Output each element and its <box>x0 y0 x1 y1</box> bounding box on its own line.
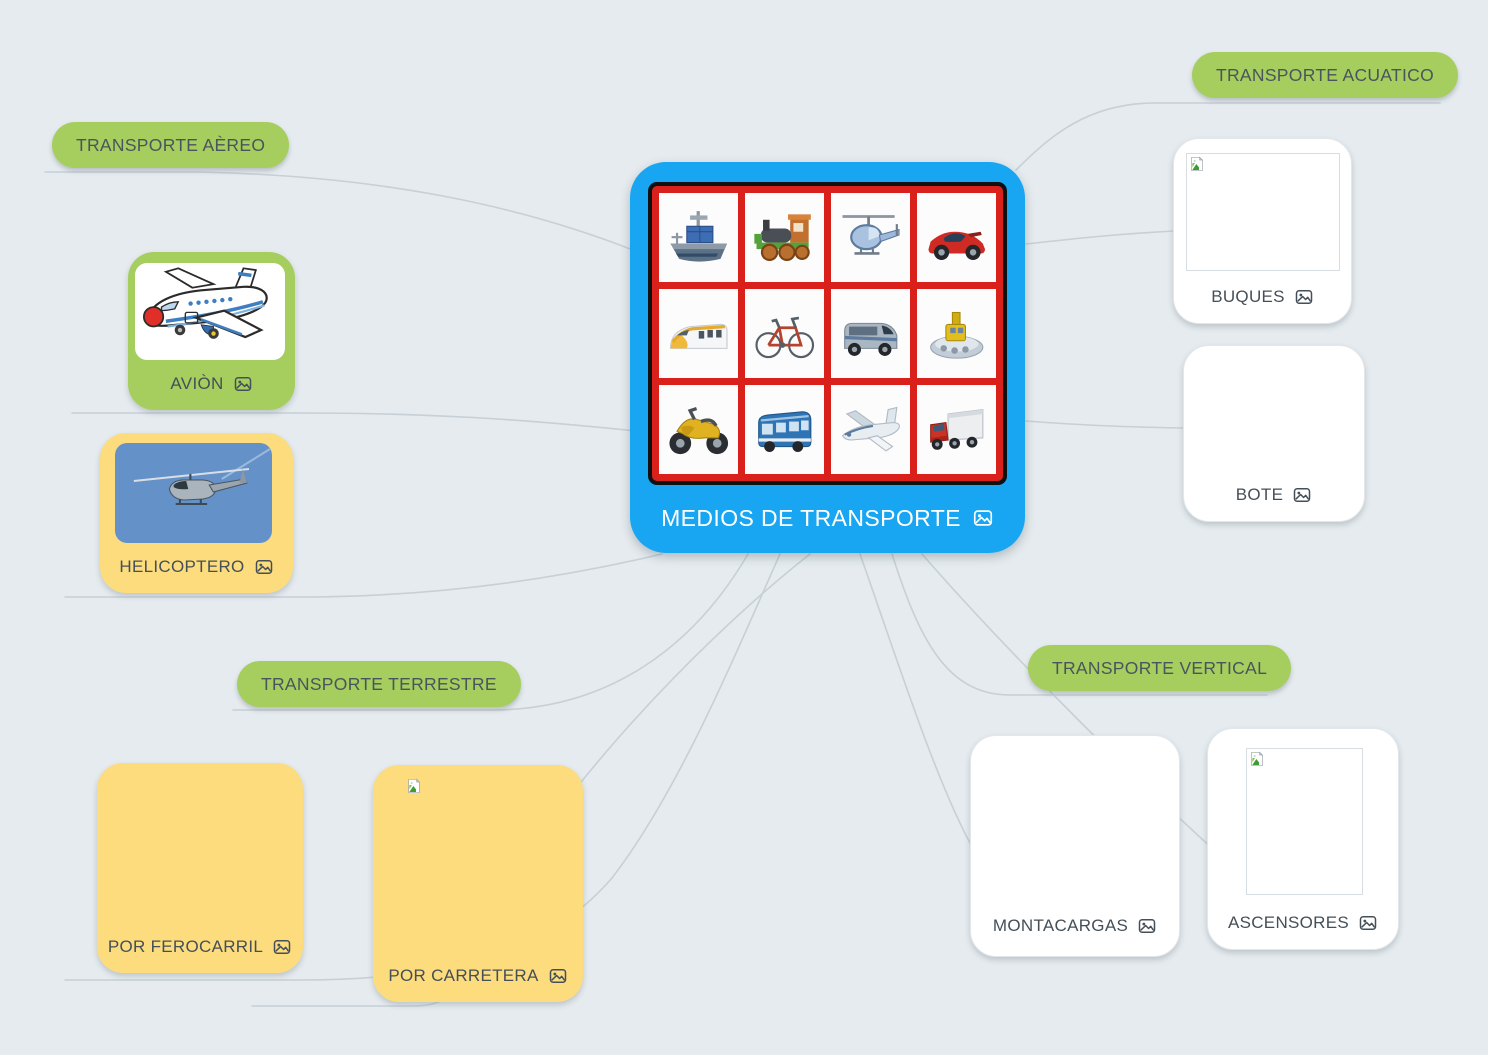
image-icon <box>272 937 292 957</box>
helicopter-photo-image <box>115 443 272 543</box>
grid-cell-helicopter <box>831 193 910 282</box>
topic-label: TRANSPORTE TERRESTRE <box>261 673 497 694</box>
branch-avion <box>71 412 637 432</box>
topic-transporte-aereo[interactable]: TRANSPORTE AÈREO <box>52 122 290 168</box>
node-label: POR FEROCARRIL <box>107 937 264 956</box>
topic-transporte-vertical[interactable]: TRANSPORTE VERTICAL <box>1028 645 1292 691</box>
node-buques[interactable]: BUQUES <box>1173 138 1352 324</box>
grid-cell-tugboat <box>917 289 996 378</box>
grid-cell-van <box>831 289 910 378</box>
branch-transporte-acuatico <box>1015 102 1441 171</box>
node-avion[interactable]: AVIÒN <box>128 252 295 410</box>
grid-cell-motorcycle <box>659 385 738 474</box>
node-label: MONTACARGAS <box>992 916 1129 935</box>
topic-transporte-terrestre[interactable]: TRANSPORTE TERRESTRE <box>237 661 521 707</box>
grid-cell-bicycle <box>745 289 824 378</box>
central-title: MEDIOS DE TRANSPORTE <box>661 504 961 531</box>
grid-cell-truck <box>917 385 996 474</box>
image-icon <box>233 374 253 394</box>
image-icon <box>1292 485 1312 505</box>
broken-image-icon <box>406 778 422 794</box>
branch-transporte-aereo <box>44 171 639 253</box>
topic-label: TRANSPORTE VERTICAL <box>1052 657 1268 678</box>
node-montacargas[interactable]: MONTACARGAS <box>970 735 1180 957</box>
topic-label: TRANSPORTE ACUATICO <box>1216 64 1434 85</box>
node-label: AVIÒN <box>170 374 224 393</box>
broken-image-icon <box>1249 751 1265 767</box>
grid-cell-airplane <box>831 385 910 474</box>
node-ascensores[interactable]: ASCENSORES <box>1207 728 1399 950</box>
branch-montacargas <box>859 553 976 853</box>
transport-grid <box>652 186 1003 481</box>
broken-image-placeholder <box>1246 748 1363 895</box>
topic-label: TRANSPORTE AÈREO <box>76 134 266 155</box>
image-icon <box>254 557 274 577</box>
image-icon <box>972 507 994 529</box>
grid-cell-bus <box>745 385 824 474</box>
transport-grid-image <box>648 182 1007 485</box>
airplane-cartoon-image <box>135 263 285 360</box>
node-label: BOTE <box>1235 485 1284 504</box>
branch-helicoptero <box>64 553 663 598</box>
grid-cell-bullet-train <box>659 289 738 378</box>
branch-transporte-terrestre <box>232 553 749 711</box>
branch-buques <box>1025 230 1176 245</box>
grid-cell-sports-car <box>917 193 996 282</box>
broken-image-icon <box>1189 156 1205 172</box>
central-title-row: MEDIOS DE TRANSPORTE <box>630 503 1025 533</box>
branch-transporte-vertical <box>891 553 1268 696</box>
node-bote[interactable]: BOTE <box>1183 345 1365 522</box>
broken-image-placeholder <box>1186 153 1340 271</box>
broken-image-placeholder <box>403 775 550 954</box>
node-helicoptero[interactable]: HELICOPTERO <box>100 433 293 593</box>
branch-bote <box>1025 420 1186 429</box>
grid-cell-cargo-ship <box>659 193 738 282</box>
image-icon <box>1137 916 1157 936</box>
node-por-ferocarril[interactable]: POR FEROCARRIL <box>97 763 303 973</box>
central-node-medios-de-transporte[interactable]: MEDIOS DE TRANSPORTE <box>630 162 1025 553</box>
node-label: ASCENSORES <box>1227 913 1350 932</box>
node-label: POR CARRETERA <box>388 966 539 985</box>
image-icon <box>548 966 568 986</box>
node-por-carretera[interactable]: POR CARRETERA <box>373 765 583 1002</box>
image-icon <box>1358 913 1378 933</box>
topic-transporte-acuatico[interactable]: TRANSPORTE ACUATICO <box>1192 52 1458 98</box>
image-icon <box>1294 287 1314 307</box>
grid-cell-steam-train <box>745 193 824 282</box>
node-label: HELICOPTERO <box>119 557 245 576</box>
node-label: BUQUES <box>1211 287 1285 306</box>
